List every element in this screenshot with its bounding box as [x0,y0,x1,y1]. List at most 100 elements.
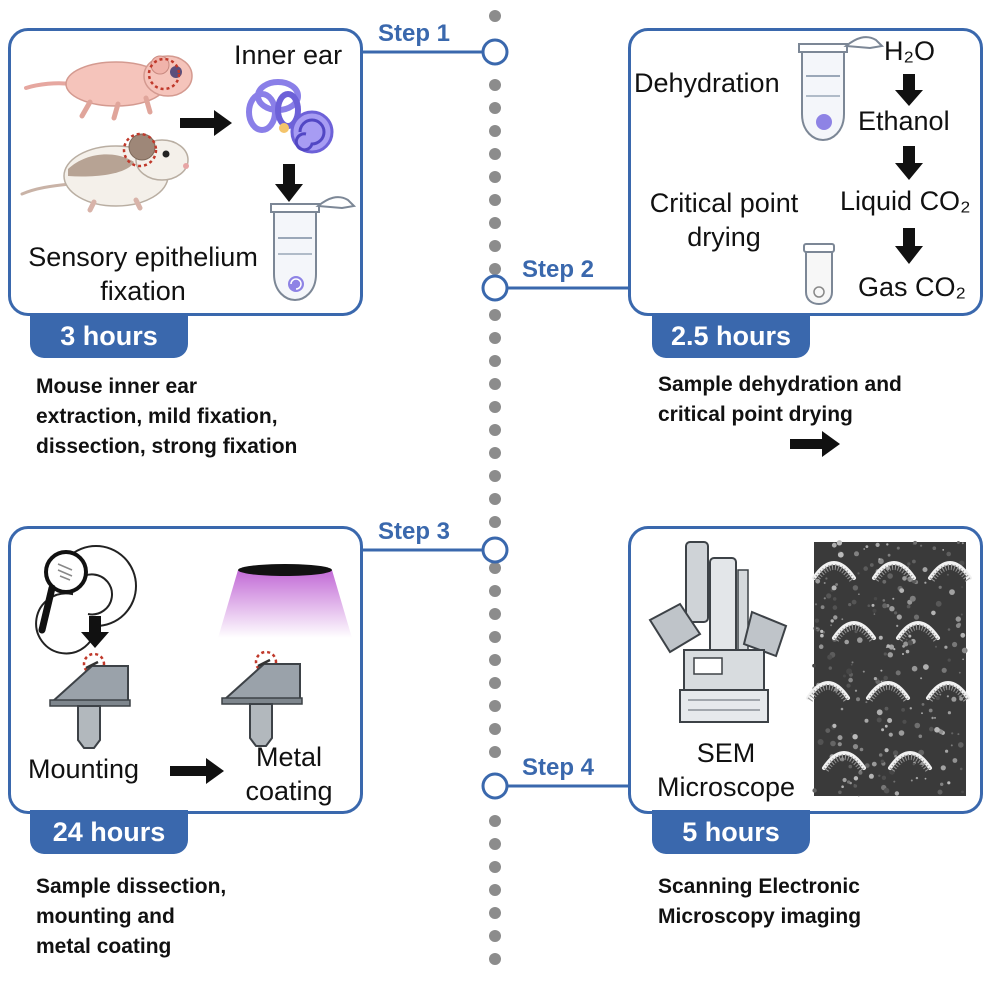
sem-texture-speck [955,616,961,622]
sem-texture-speck [864,763,870,768]
timeline-node-step2 [481,274,509,302]
sem-texture-speck [960,613,963,616]
step1-description: Mouse inner ear extraction, mild fixatio… [36,372,297,462]
sem-texture-speck [902,653,904,655]
sem-texture-speck [858,794,860,797]
sem-texture-speck [939,693,942,696]
timeline-dot [489,332,501,344]
sem-texture-speck [831,542,837,548]
hair-bundle [806,681,850,700]
timeline-dot [489,378,501,390]
step2-desc-line2: critical point drying [658,403,853,426]
sem-texture-speck [883,675,888,681]
sem-texture-speck [837,735,843,741]
sem-texture-speck [940,765,946,771]
sem-texture-speck [883,652,887,656]
liquid-co2-label: Liquid CO₂ [840,186,971,216]
step4-desc-line1: Scanning Electronic [658,875,860,898]
sem-texture-speck [835,583,838,586]
sem-texture-speck [880,759,885,764]
timeline-dot [489,516,501,528]
sem-texture-speck [876,717,882,723]
sem-texture-speck [896,614,902,620]
timeline-dot [489,355,501,367]
sem-texture-speck [907,562,911,566]
sem-texture-speck [889,606,895,612]
sem-texture-speck [884,724,888,728]
sem-texture-speck [913,540,917,545]
sem-texture-speck [836,540,843,546]
sem-texture-speck [851,661,854,664]
sem-texture-speck [830,740,836,747]
dehydration-label: Dehydration [634,68,780,98]
h2o-label: H₂O [884,36,935,66]
sem-texture-speck [831,585,837,591]
sem-texture-speck [901,708,905,712]
sem-texture-speck [812,663,816,668]
sem-texture-speck [887,553,891,557]
sem-texture-speck [887,573,893,579]
sem-texture-speck [820,605,825,610]
sem-texture-speck [913,614,920,620]
timeline-dot [489,79,501,91]
sem-texture-speck [905,638,908,641]
timeline-dot [489,401,501,413]
sem-texture-speck [918,734,923,739]
sem-texture-speck [871,603,875,607]
timeline-dot [489,10,501,22]
sem-texture-speck [856,697,860,702]
sem-texture-speck [907,640,913,646]
sem-texture-speck [947,711,951,715]
sem-texture-speck [918,749,925,756]
sem-texture-speck [896,624,899,627]
hair-bundle [896,621,940,640]
sem-texture-speck [935,645,937,648]
sem-image [806,540,972,797]
sem-texture-speck [945,749,949,753]
sample-stub-icon [221,650,303,747]
hair-bundle [926,681,970,700]
sem-texture-speck [952,758,958,763]
sem-texture-speck [887,718,893,723]
metal-line2: coating [245,776,333,806]
sem-texture-speck [920,544,923,547]
sem-texture-speck [909,595,916,602]
sem-texture-speck [869,563,874,567]
timeline-dot [489,125,501,137]
sem-texture-speck [842,674,846,678]
sem-texture-speck [903,641,909,647]
sem-texture-speck [941,667,947,673]
sem-texture-speck [938,585,942,589]
sem-texture-speck [815,627,819,630]
sem-texture-speck [820,633,824,638]
sem-texture-speck [827,654,833,660]
sem-texture-speck [955,623,961,628]
sem-texture-speck [832,605,838,610]
hair-bundle [928,561,972,580]
sem-texture-speck [826,593,832,599]
sem-texture-speck [937,789,943,795]
sem-texture-speck [934,727,940,733]
sensory-line1: Sensory epithelium [28,242,258,272]
timeline-dot [489,447,501,459]
sem-texture-speck [812,788,817,793]
sem-texture-speck [884,748,889,753]
sem-texture-speck [949,589,955,595]
sem-texture-speck [961,647,968,654]
sem-texture-speck [920,677,923,680]
sem-texture-speck [894,791,900,796]
sem-texture-speck [921,712,923,715]
sem-texture-speck [893,780,896,783]
ethanol-label: Ethanol [858,106,950,136]
sem-texture-speck [865,701,868,704]
sem-texture-speck [883,787,890,794]
timeline-dot [489,907,501,919]
arrow-right-icon [180,110,232,136]
timeline-dot [489,838,501,850]
timeline-dot [489,263,501,275]
hair-bundle [822,751,866,770]
inner-ear-icon [246,79,334,154]
sem-texture-speck [934,716,936,719]
step3-desc-line3: metal coating [36,935,172,958]
